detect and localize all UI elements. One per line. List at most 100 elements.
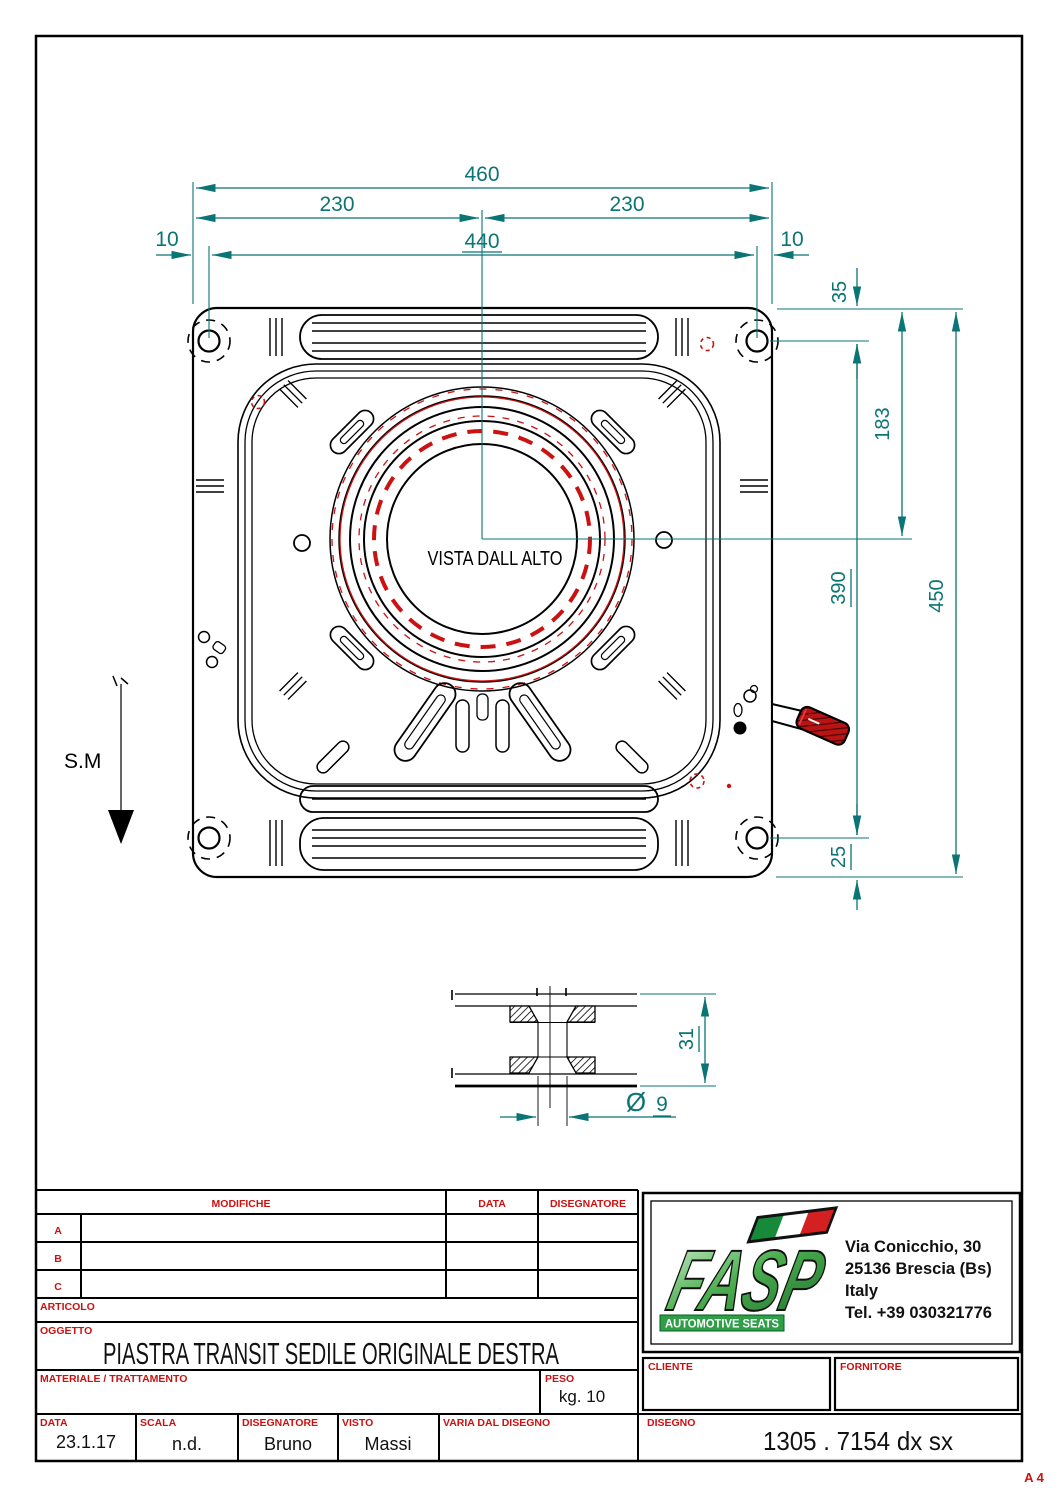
release-lever	[771, 702, 851, 746]
plate-top-view	[187, 306, 851, 879]
corner-hole-bottom-left	[187, 816, 231, 860]
logo-brand-text: FASP	[659, 1232, 834, 1329]
title-block-labels: MODIFICHE DATA DISEGNATORE A B C ARTICOL…	[40, 1198, 902, 1429]
disegnatore-label: DISEGNATORE	[242, 1417, 318, 1429]
fornitore-label: FORNITORE	[840, 1361, 902, 1373]
varia-label: VARIA DAL DISEGNO	[443, 1417, 550, 1429]
datum-label: S.M	[64, 750, 101, 773]
side-hole-left	[293, 534, 311, 552]
dim-left-half: 230	[319, 193, 354, 216]
address-line-3: Italy	[845, 1282, 879, 1300]
logo-brand-mark: FASP	[658, 1231, 835, 1330]
dim-holes-width: 440	[464, 230, 499, 253]
logo-box-outer	[641, 1191, 1022, 1354]
visto-label: VISTO	[342, 1417, 373, 1429]
disegno-value: 1305 . 7154 dx sx	[763, 1426, 953, 1456]
address-line-4: Tel. +39 030321776	[845, 1304, 992, 1322]
rev-row-c: C	[54, 1281, 62, 1293]
detail-holes-bottom-right	[733, 684, 759, 735]
dim-overall-height: 450	[926, 579, 948, 612]
title-block-values: PIASTRA TRANSIT SEDILE ORIGINALE DESTRA …	[56, 1336, 953, 1456]
cliente-box	[641, 1356, 832, 1412]
modifiche-header: MODIFICHE	[212, 1198, 271, 1210]
diagonal-slot-se	[590, 625, 636, 671]
dim-right-offset: 10	[780, 228, 803, 251]
dimension-25: 25	[828, 804, 862, 910]
fornitore-box	[833, 1356, 1020, 1412]
diagonal-slot-nw	[329, 409, 375, 455]
company-logo: FASP AUTOMOTIVE SEATS Via Conicchio, 30 …	[658, 1206, 992, 1332]
disegno-label: DISEGNO	[647, 1417, 695, 1429]
materiale-label: MATERIALE / TRATTAMENTO	[40, 1373, 187, 1385]
diagonal-slot-ne	[590, 409, 636, 455]
peso-label: PESO	[545, 1373, 574, 1385]
rev-row-a: A	[54, 1225, 62, 1237]
dimension-10-right: 10	[774, 228, 809, 260]
oggetto-label: OGGETTO	[40, 1325, 92, 1337]
dimension-dia-9: Ø 9	[500, 1087, 676, 1122]
data-label: DATA	[40, 1417, 68, 1429]
logo-tagline: AUTOMOTIVE SEATS	[665, 1319, 779, 1331]
data-header: DATA	[478, 1198, 506, 1210]
side-hole-right	[655, 531, 673, 549]
address-line-2: 25136 Brescia (Bs)	[845, 1260, 992, 1278]
dim-holes-height: 390	[828, 571, 850, 604]
lever-grip	[795, 705, 851, 746]
dimension-450: 450	[926, 312, 961, 874]
title-block-lines	[36, 1189, 1022, 1460]
datum-arrowhead	[108, 810, 134, 844]
bottom-rail-slots	[269, 785, 689, 871]
dimension-10-left: 10	[155, 228, 191, 260]
scala-value: n.d.	[172, 1434, 202, 1454]
latch-link-left	[393, 682, 457, 762]
dia-symbol: Ø	[626, 1087, 646, 1117]
lower-slot-right	[615, 740, 649, 774]
dim-right-half: 230	[609, 193, 644, 216]
latch-link-right	[508, 682, 572, 762]
articolo-label: ARTICOLO	[40, 1301, 95, 1313]
hatch-marks	[196, 380, 768, 700]
disegnatore-value: Bruno	[264, 1434, 312, 1454]
top-rail-slots	[269, 314, 689, 360]
visto-value: Massi	[364, 1434, 411, 1454]
dim-dia-value: 9	[656, 1093, 668, 1116]
section-view	[451, 986, 637, 1126]
dim-overall-width: 460	[464, 163, 499, 186]
dimension-230-right: 230	[485, 193, 769, 223]
lower-slot-left	[316, 740, 350, 774]
company-address: Via Conicchio, 30 25136 Brescia (Bs) Ita…	[845, 1238, 992, 1322]
center-lock-slots	[455, 693, 510, 753]
diagonal-slot-sw	[329, 625, 375, 671]
dimension-31: 31	[676, 997, 710, 1083]
dim-left-offset: 10	[155, 228, 178, 251]
cliente-label: CLIENTE	[648, 1361, 693, 1373]
logo-box-inner	[650, 1200, 1013, 1345]
datum-arrow	[108, 675, 134, 844]
dim-bottom-hole-offset: 25	[828, 846, 850, 868]
dimension-35: 35	[829, 268, 862, 379]
logo-tagline-bar	[659, 1314, 785, 1332]
dimension-230-left: 230	[196, 193, 479, 223]
dimension-extension-lines	[192, 182, 963, 1087]
dim-top-hole-offset: 35	[829, 281, 851, 303]
italian-flag-icon	[746, 1206, 839, 1244]
dim-section-thickness: 31	[676, 1028, 698, 1050]
data-value: 23.1.17	[56, 1432, 116, 1452]
detail-holes-bottom-left	[197, 630, 227, 669]
dim-center-offset: 183	[872, 407, 894, 440]
peso-value: kg. 10	[559, 1387, 605, 1406]
oggetto-value: PIASTRA TRANSIT SEDILE ORIGINALE DESTRA	[103, 1336, 559, 1371]
view-label: VISTA DALL ALTO	[428, 548, 563, 570]
dimension-440: 440	[212, 230, 754, 260]
rev-row-b: B	[54, 1253, 62, 1265]
address-line-1: Via Conicchio, 30	[845, 1238, 981, 1256]
sheet-border	[34, 34, 1024, 1463]
dimension-183: 183	[872, 312, 907, 536]
dimension-460: 460	[196, 163, 769, 193]
inner-contour-frames	[237, 363, 721, 799]
scala-label: SCALA	[140, 1417, 177, 1429]
dimension-390: 390	[828, 344, 862, 835]
sheet-format-label: A 4	[1024, 1470, 1045, 1485]
